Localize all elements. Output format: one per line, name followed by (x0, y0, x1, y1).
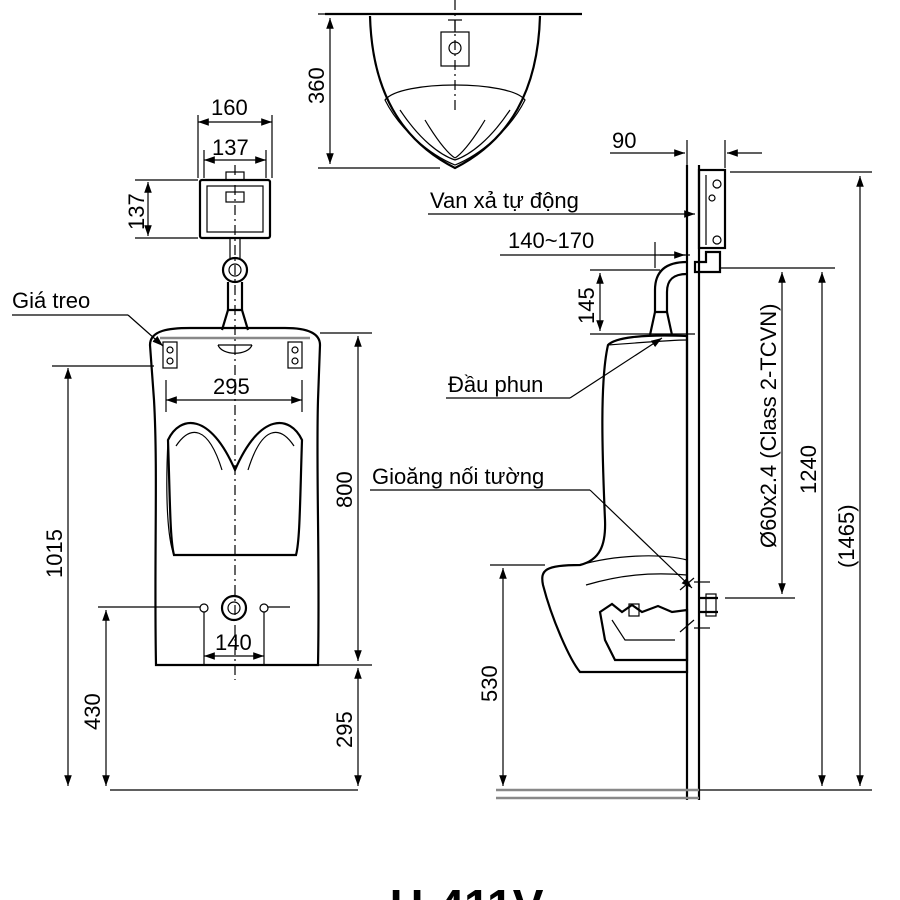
dim-pipe-spec: Ø60x2.4 (Class 2-TCVN) (756, 303, 781, 548)
dim-valve-height: 137 (124, 193, 149, 230)
dim-total-height-front: 1015 (42, 529, 67, 578)
dim-pipe-height: 1240 (796, 445, 821, 494)
top-view: 360 (304, 0, 582, 170)
dim-valve-outer: 160 (211, 95, 248, 120)
front-view: 160 137 137 (12, 95, 372, 791)
dim-spray-height: 145 (574, 287, 599, 324)
model-title: U-411V (390, 880, 544, 900)
label-wall-gasket: Gioăng nối tường (372, 464, 544, 489)
dim-pipe-offset: 140~170 (508, 228, 594, 253)
dim-top-depth: 360 (304, 67, 329, 104)
label-auto-flush-valve: Van xả tự động (430, 188, 579, 213)
dim-rim-height: 530 (477, 665, 502, 702)
side-view: 90 Van xả tự động 140~170 145 Đầu phun G… (370, 128, 872, 800)
dim-bowl-height: 800 (332, 471, 357, 508)
dim-bottom-clearance: 295 (332, 711, 357, 748)
dim-total-height-side: (1465) (834, 504, 859, 568)
dim-outlet-height: 430 (80, 693, 105, 730)
label-spray-head: Đầu phun (448, 372, 543, 397)
label-hanger: Giá treo (12, 288, 90, 313)
dim-outlet-spacing: 140 (215, 630, 252, 655)
dim-valve-inner: 137 (212, 135, 249, 160)
dim-inner-width: 295 (213, 374, 250, 399)
dim-valve-depth: 90 (612, 128, 636, 153)
